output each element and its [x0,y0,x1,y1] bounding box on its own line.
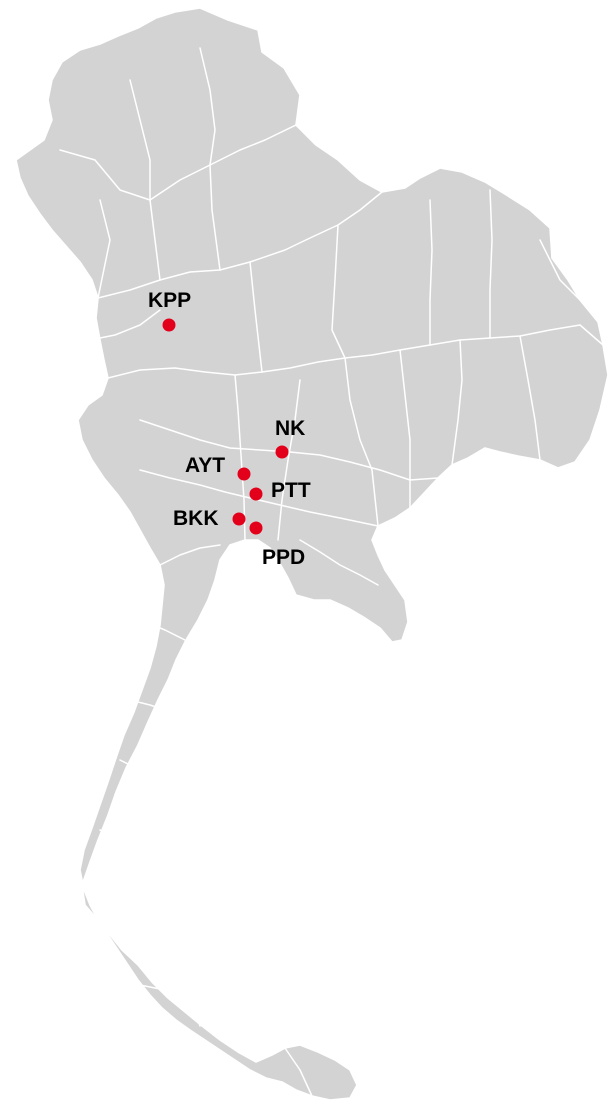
marker-ppd-dot [249,521,263,535]
province-borders [59,47,604,1097]
marker-nk-label: NK [275,417,305,440]
marker-ppd-label: PPD [262,546,305,569]
marker-kpp-label: KPP [148,289,191,312]
country-landmass [15,7,609,1101]
marker-ptt-label: PTT [271,479,311,502]
marker-kpp-dot [162,318,176,332]
marker-ptt-dot [249,487,263,501]
city-markers: KPP NK AYT PTT BKK PPD [148,289,311,569]
marker-bkk-dot [232,512,246,526]
marker-ayt-label: AYT [185,454,225,477]
marker-ayt-dot [237,467,251,481]
marker-nk-dot [275,445,289,459]
marker-bkk-label: BKK [173,507,219,530]
